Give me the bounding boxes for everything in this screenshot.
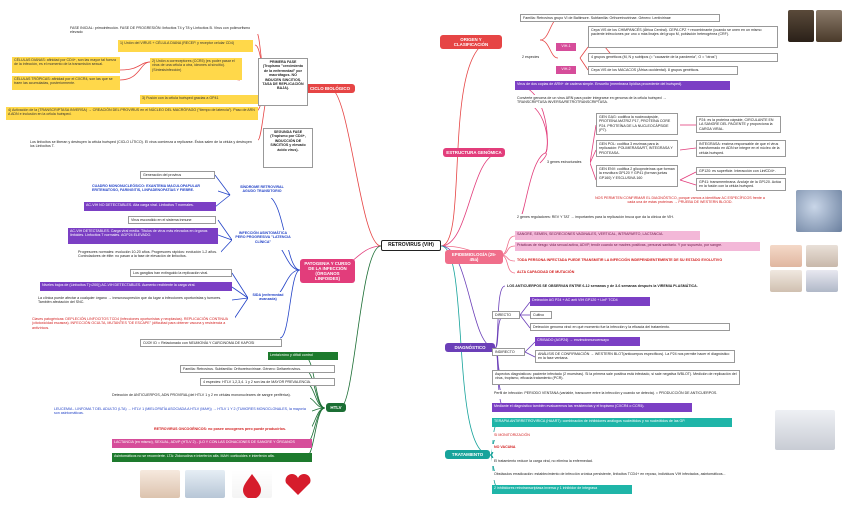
niveles-bajos: Niveles bajos de (Linfocitos T(<200)) AC… bbox=[40, 282, 232, 291]
gen-gag: GEN GAG: codifica la nucleocápside, PROT… bbox=[596, 113, 678, 135]
category-ciclo-biologico: CICLO BIOLÓGICO bbox=[305, 84, 355, 93]
grupos-vih1: 4 grupos genéticos (M, N y subtipos (= "… bbox=[588, 53, 778, 62]
epi-sangre: SANGRE, SEMEN, SECRECIONES VAGINALES, VE… bbox=[515, 231, 700, 240]
celulas-tropicas-box: CÉLULAS TRÓPICAS: afinidad por el CXCR4,… bbox=[12, 76, 120, 90]
trat-terapia: TERAPIA ANTIRRETROVIRICA (HAART): combin… bbox=[492, 418, 732, 427]
progresores-text: Progresores normales: evolución 10-20 añ… bbox=[76, 249, 221, 265]
htlv-familia: Familia: Retrovirus. Subfamilia: Orthore… bbox=[180, 365, 335, 373]
gp41: GP41: transmembrana. Anclaje de la GP120… bbox=[696, 178, 786, 191]
syringes-photo bbox=[185, 470, 225, 498]
generacion-provirus: Generación del provirus bbox=[140, 171, 215, 179]
category-patogenia: PATOGENIA Y CURSO DE LA INFECCIÓN (ÓRGAN… bbox=[300, 259, 355, 283]
category-htlv: HTLV bbox=[326, 403, 346, 412]
category-origen: ORIGEN Y CLASIFICACIÓN bbox=[440, 35, 502, 49]
ojo-kaposi: OJO!! ID = Relacionado con NEUMONÍA Y CA… bbox=[140, 339, 282, 347]
category-estructura: ESTRUCTURA GENÓMICA bbox=[443, 148, 505, 157]
trat-reduce: El tratamiento reduce la carga viral, no… bbox=[492, 458, 672, 466]
category-tratamiento: TRATAMIENTO bbox=[445, 450, 490, 459]
virus-escondido: Virus escondido en el sistema inmune bbox=[128, 216, 216, 224]
htlv-lenta: Lenta/cróno y difícil control bbox=[268, 352, 338, 360]
gen-env: GEN ENV: codifica 2 glicoproteínas que f… bbox=[596, 165, 678, 187]
pregnant-photo bbox=[770, 245, 802, 267]
diag-cribado: CRIBADO (AGP24) → enzimoinmunoensayo bbox=[535, 337, 640, 346]
diag-anticuerpos: LOS ANTICUERPOS SE OBSERVAN ENTRE 6-12 s… bbox=[505, 283, 735, 292]
htlv-deteccion: Detección de ANTICUERPOS, ADN PROVIRAL(d… bbox=[110, 392, 310, 401]
ganglios-text: Los ganglios han extinguido la replicaci… bbox=[130, 269, 232, 277]
lab-photo bbox=[775, 410, 835, 450]
cepa-vih1: Cepa VIS de los CHIMPANCÉS (África Centr… bbox=[588, 26, 778, 48]
diag-directo: DIRECTO bbox=[492, 311, 520, 319]
trat-no-vacuna: NO VACUNA bbox=[492, 444, 532, 452]
clinica-text: La clínica puede afectar a cualquier órg… bbox=[36, 295, 232, 308]
claves-patogenicas: Claves patogénicas: DEPLECIÓN LINFOCITOS… bbox=[30, 316, 235, 335]
primera-fase-box: PRIMERA FASE (Tropismo "crecimiento de l… bbox=[258, 58, 308, 106]
activacion-step: 4) Activación de la (TRANSCRIPTASA INVER… bbox=[6, 107, 258, 120]
gen-pol: GEN POL: codifica 3 enzimas para la repl… bbox=[596, 140, 678, 157]
origen-especies: 2 especies bbox=[520, 54, 550, 62]
convierte-genoma: Convierte genoma de un virus ARN para po… bbox=[515, 95, 695, 108]
diag-cultivo: Cultivo bbox=[530, 311, 552, 319]
category-diagnostico: DIAGNÓSTICO bbox=[445, 343, 495, 352]
fase-inicial-text: FASE INICIAL: primoinfección. FASE DE PR… bbox=[68, 25, 258, 34]
diag-indirecto: INDIRECTO bbox=[492, 348, 525, 356]
p24-proteina: P24: es la proteína cápside, CIRCULANTE … bbox=[696, 116, 781, 133]
central-topic: RETROVIRUS (VIH) bbox=[381, 240, 441, 251]
baby-photo bbox=[806, 245, 838, 267]
diag-deteccion-genoma: Detección genoma viral: en qué momento f… bbox=[530, 323, 730, 331]
syringe-photo bbox=[806, 270, 838, 292]
htlv-retrovirus-onco: RETROVIRUS ONCOGÉNICOS: no posee oncogen… bbox=[152, 426, 312, 435]
ac-detectables: AC-VIH DETECTABLES. Carga viral media. T… bbox=[68, 228, 218, 244]
couple-photo bbox=[770, 270, 802, 292]
integrasa-enzima: INTEGRASA: enzima responsable de que el … bbox=[696, 140, 786, 157]
htlv-especies: 4 especies: HTLV 1,2,3,4. 1 y 2 son las … bbox=[200, 378, 335, 386]
mutaciones-note: NOS PERMITEN CONFIRMAR EL DIAGNÓSTICO, p… bbox=[590, 195, 770, 208]
category-epidemiologia: EPIDEMIOLOGÍA (25-45a) bbox=[445, 250, 503, 264]
trat-inhibidores: 2 inhibidores retrotranscriptasa inversa… bbox=[492, 485, 632, 494]
trat-monitorizacion: SI MONITORIZACIÓN bbox=[492, 432, 552, 440]
correceptores-step: 2) Unión a correceptores (CCR5) (es pode… bbox=[150, 58, 242, 80]
genes-estructurales: 3 genes estructurales bbox=[545, 159, 590, 167]
mother-baby-photo bbox=[140, 470, 180, 498]
infeccion-asintomatica: INFECCIÓN ASINTOMÁTICA PERO PROGRESIVA "… bbox=[232, 230, 294, 250]
virus-arn: Virus de dos copias de ARN+ de cadena si… bbox=[515, 81, 730, 90]
diag-deteccion-ag: Detección AG P24 + AC anti VIH GP120 + L… bbox=[530, 297, 650, 306]
epi-alta-mutacion: ALTA CAPACIDAD DE MUTACIÓN bbox=[515, 269, 605, 277]
cuadro-mononucleosico: CUADRO MONONUCLEÓSICO: EXANTEMA MACULOPA… bbox=[90, 183, 218, 196]
macaque-photo bbox=[816, 10, 842, 42]
blood-drop-icon bbox=[232, 470, 272, 498]
htlv-asintomaticos: Asintomáticos no se reconvierte. LTA: Zi… bbox=[112, 453, 312, 462]
cepa-vih2: Cepa VIS de los MACACOS (África occident… bbox=[588, 66, 738, 75]
diag-mediante: Mediante el diagnóstico también evaluare… bbox=[492, 403, 692, 412]
segunda-fase-box: SEGUNDA FASE (Tropismo por CD4+, INDUCCI… bbox=[263, 128, 313, 168]
htlv-lactancia: LACTANCIA (en mismo), SEXUAL, ADVP (HTLV… bbox=[112, 439, 312, 448]
diag-perfil: Perfil de infección: PERIODO VENTANA (va… bbox=[492, 390, 747, 399]
genes-reguladores: 2 genes reguladores: REV Y TAT → importa… bbox=[515, 214, 735, 222]
epi-toda-persona: TODA PERSONA INFECTADA PUEDE TRANSMITIR … bbox=[515, 257, 735, 265]
trat-obstaculos: Obstáculos erradicación: establecimiento… bbox=[492, 471, 767, 480]
vih2-label: VIH-2 bbox=[556, 66, 576, 74]
virus-illustration bbox=[796, 190, 842, 232]
htlv-leucemia: LEUCEMIA - LINFOMA T DEL ADULTO (LTA) → … bbox=[52, 406, 312, 419]
heart-icon bbox=[278, 470, 318, 498]
diag-aspectos: Aspectos diagnósticos: paciente infectad… bbox=[492, 370, 740, 385]
sida-label: SIDA (enfermedad avanzada) bbox=[248, 292, 288, 304]
chimpanzee-photo bbox=[788, 10, 814, 42]
ac-no-detectables: AC-VIH NO DETECTABLES. Alta carga viral.… bbox=[84, 202, 216, 211]
vih1-label: VIH-1 bbox=[556, 43, 576, 51]
diag-analisis: ANÁLISIS DE CONFIRMACIÓN → WESTERN BLOT(… bbox=[535, 350, 735, 363]
origen-familia: Familia: Retrovirus grupo VI de Baltimor… bbox=[520, 14, 720, 22]
celulas-dianas-box: CÉLULAS DIANAS: afinidad por CD4+, son l… bbox=[12, 57, 120, 73]
linfocitos-text: Los linfocitos se liberan y destruyen la… bbox=[28, 139, 258, 153]
fusion-step: 3) Fusión con la célula huésped gracias … bbox=[140, 95, 258, 104]
union-step: 1) Unión del VIRUS + CÉLULA DIANA (RECEP… bbox=[118, 40, 253, 52]
epi-practicas: Prácticas de riesgo: vida sexual activa,… bbox=[515, 242, 760, 251]
sindrome-retroviral: SÍNDROME RETROVIRAL AGUDO TRANSITORIO bbox=[232, 184, 292, 198]
gp120: GP120: es superficie. Interacción con Li… bbox=[696, 167, 786, 175]
